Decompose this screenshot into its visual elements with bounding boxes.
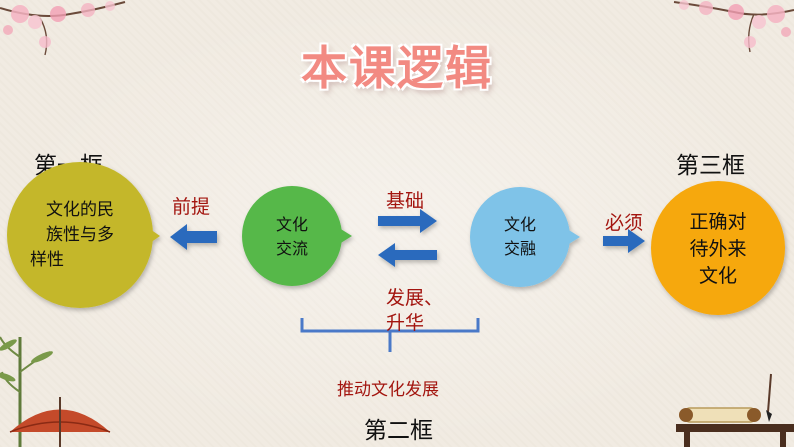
ethnic-diversity-line3: 样性 <box>30 249 64 270</box>
development-arrow-left <box>378 243 437 267</box>
foundation-arrow-right <box>378 209 437 233</box>
foreign-culture-line3: 文化 <box>698 264 737 287</box>
necessary-label: 必须 <box>605 212 644 234</box>
ethnic-diversity-line2: 族性与多 <box>46 224 114 245</box>
foreign-culture-line1: 正确对 <box>689 210 747 233</box>
foreign-culture-text: 正确对 待外来 文化 <box>668 206 768 292</box>
development-label-line1: 发展、 <box>386 287 444 309</box>
cultural-fusion-line1: 文化 <box>503 215 536 234</box>
foundation-label: 基础 <box>386 190 425 212</box>
third-frame-label: 第三框 <box>676 153 745 179</box>
page-title: 本课逻辑 <box>301 41 493 95</box>
necessary-arrow <box>603 229 645 253</box>
cherry-blossom-top-right-decoration <box>673 0 794 53</box>
cultural-fusion-line2: 交融 <box>503 239 536 258</box>
cherry-blossom-top-left-decoration <box>0 1 126 56</box>
ethnic-diversity-line1: 文化的民 <box>46 199 114 220</box>
cultural-fusion-text: 文化 交融 <box>480 212 560 262</box>
ethnic-diversity-node <box>7 162 160 308</box>
foreign-culture-node <box>651 181 785 315</box>
ethnic-diversity-text: 文化的民 族性与多 样性 <box>12 196 148 274</box>
development-label-line2: 升华 <box>386 312 425 334</box>
cultural-exchange-text: 文化 交流 <box>252 212 332 262</box>
cultural-exchange-node <box>242 186 352 286</box>
cultural-exchange-line1: 文化 <box>275 215 308 234</box>
ink-table-scroll-decoration <box>676 373 794 447</box>
foreign-culture-line2: 待外来 <box>689 237 747 260</box>
premise-label: 前提 <box>172 196 211 218</box>
promote-culture-label: 推动文化发展 <box>337 380 439 400</box>
bracket-brace <box>300 318 480 352</box>
umbrella-bamboo-decoration <box>0 336 111 447</box>
second-frame-label: 第二框 <box>364 418 433 444</box>
cultural-fusion-node <box>470 187 580 287</box>
premise-arrow <box>170 224 217 250</box>
cultural-exchange-line2: 交流 <box>275 239 308 258</box>
